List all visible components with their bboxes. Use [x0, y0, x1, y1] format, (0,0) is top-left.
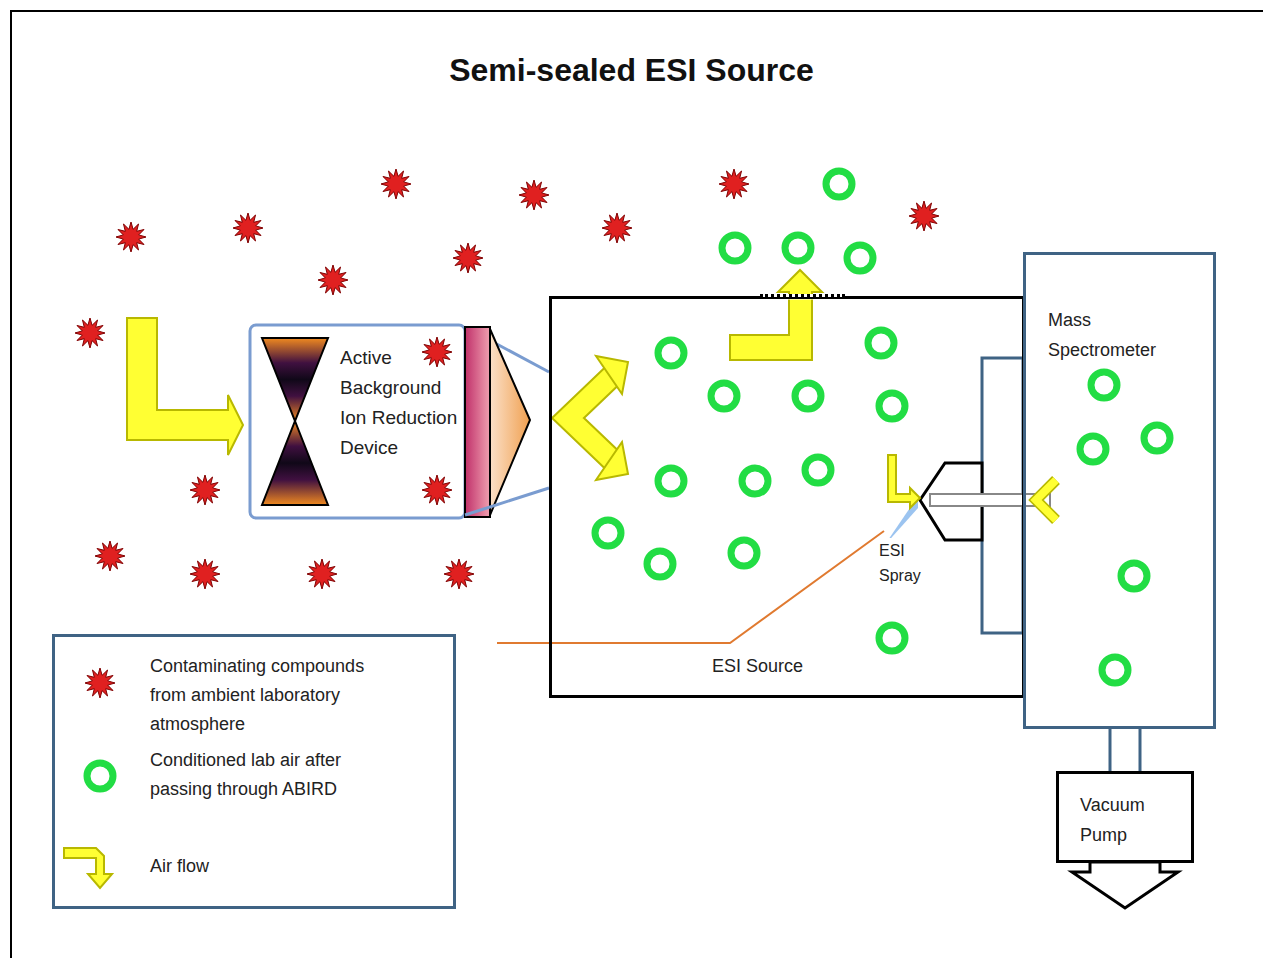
flow-arrow	[888, 455, 920, 508]
esi-emitter-line	[497, 531, 884, 643]
clean-air-circle	[731, 540, 757, 566]
vacuum-pump-box: Vacuum Pump	[1056, 771, 1194, 863]
contaminant-star	[75, 318, 105, 348]
clean-air-circle	[658, 468, 684, 494]
flow-arrow	[127, 318, 243, 455]
legend-text: Air flow	[150, 852, 402, 881]
contaminant-star	[444, 559, 474, 589]
clean-air-circle	[795, 383, 821, 409]
contaminant-star	[381, 169, 411, 199]
flow-arrows	[127, 270, 920, 508]
contaminant-star	[233, 213, 263, 243]
clean-air-circle	[847, 245, 873, 271]
contaminant-star	[719, 169, 749, 199]
contaminant-star	[602, 213, 632, 243]
clean-air-circle	[1080, 436, 1106, 462]
hourglass-bottom	[262, 421, 328, 505]
part-label: ESI Spray	[879, 538, 927, 588]
outlet-cone	[490, 329, 530, 515]
contaminant-star	[422, 337, 452, 367]
clean-air-circle	[879, 625, 905, 651]
node-label: Vacuum Pump	[1080, 790, 1176, 850]
legend-text: Contaminating compounds from ambient lab…	[150, 652, 402, 739]
flow-arrow	[568, 376, 612, 460]
esi-source-box: ESI Source	[549, 296, 1025, 698]
clean-air-circle	[1091, 372, 1117, 398]
contaminant-star	[318, 265, 348, 295]
connector	[465, 488, 549, 515]
legend-arrow-sample	[64, 848, 112, 888]
clean-air-circle	[868, 330, 894, 356]
flow-arrow-outline	[1036, 480, 1056, 520]
contaminant-star	[453, 243, 483, 273]
node-label: Mass Spectrometer	[1048, 305, 1193, 365]
contaminant-star	[190, 559, 220, 589]
vent-gap	[760, 294, 845, 297]
contaminant-star	[190, 475, 220, 505]
node-label: ESI Source	[712, 654, 872, 678]
flow-arrow	[730, 270, 822, 360]
connector	[1109, 729, 1112, 771]
clean-air-circle	[742, 468, 768, 494]
contaminant-star	[85, 668, 115, 698]
clean-air-circle	[826, 171, 852, 197]
clean-air-circle	[1102, 657, 1128, 683]
contaminant-star	[116, 222, 146, 252]
vacuum-pipe	[1139, 729, 1142, 771]
diagram-title: Semi-sealed ESI Source	[0, 52, 1263, 89]
clean-air-circle	[1144, 425, 1170, 451]
clean-air-circle	[87, 763, 113, 789]
clean-air-circle	[658, 340, 684, 366]
clean-air-circle	[595, 520, 621, 546]
flow-arrow-outline	[568, 376, 612, 460]
mass-spectrometer-box: Mass Spectrometer	[1023, 252, 1216, 729]
contaminant-star	[307, 559, 337, 589]
filter-bar	[465, 327, 490, 517]
clean-air-circle	[785, 235, 811, 261]
clean-air-circle	[647, 551, 673, 577]
flow-arrow	[1036, 480, 1056, 520]
contaminant-star	[519, 180, 549, 210]
flow-arrows	[568, 356, 1056, 520]
hourglass-top	[262, 338, 328, 421]
clean-air-circle	[1121, 563, 1147, 589]
contaminant-star	[909, 201, 939, 231]
clean-air-circle	[805, 457, 831, 483]
contaminant-star	[95, 541, 125, 571]
legend-text: Conditioned lab air after passing throug…	[150, 746, 402, 804]
clean-air-circle	[711, 383, 737, 409]
clean-air-circle	[879, 393, 905, 419]
contaminant-star	[422, 475, 452, 505]
clean-air-circle	[722, 235, 748, 261]
exhaust-arrow	[1072, 862, 1178, 908]
node-label: Active Background Ion Reduction Device	[340, 343, 468, 463]
abird-box: Active Background Ion Reduction Device	[250, 325, 465, 518]
flow-arrow-head	[596, 356, 628, 394]
flow-arrow-head	[596, 442, 628, 480]
